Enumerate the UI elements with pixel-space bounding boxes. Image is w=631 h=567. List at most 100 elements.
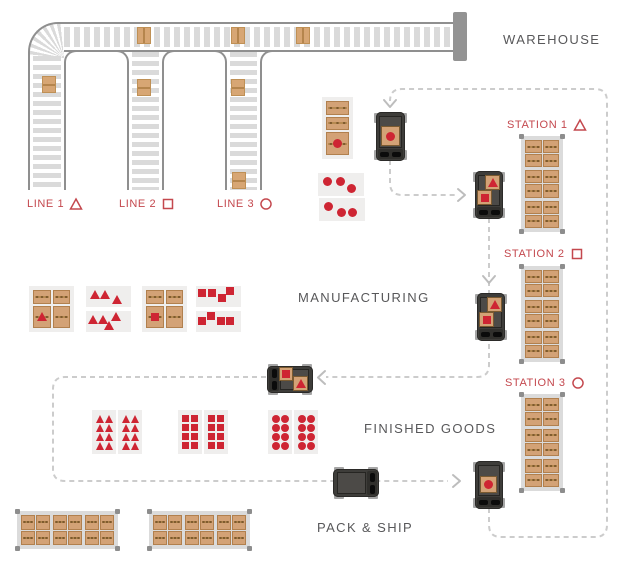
kanban-tray <box>318 173 364 196</box>
crate <box>153 515 167 530</box>
crate <box>168 530 182 545</box>
rack-post <box>560 264 565 269</box>
square-marker <box>182 415 189 422</box>
shipping-rack <box>147 509 252 551</box>
square-marker <box>191 415 198 422</box>
triangle-marker <box>104 432 113 441</box>
product-marker <box>482 315 491 324</box>
rack-post <box>560 392 565 397</box>
crate <box>542 284 559 298</box>
triangle-marker <box>130 414 139 423</box>
rack-bay <box>525 140 559 168</box>
rack-post <box>519 392 524 397</box>
crate <box>168 515 182 530</box>
product-marker <box>295 379 306 388</box>
triangle-marker <box>100 290 110 299</box>
crate <box>542 398 559 412</box>
triangle-marker <box>112 295 122 304</box>
circle-marker <box>348 208 357 217</box>
agv-front <box>477 497 501 507</box>
crate <box>525 412 542 426</box>
square-marker <box>191 442 198 449</box>
conveyor-belt-line2 <box>129 52 162 190</box>
parts-tray <box>196 311 241 332</box>
route-to-station1 <box>389 160 456 196</box>
parts-tray <box>196 286 241 307</box>
triangle-marker <box>111 312 121 321</box>
crate <box>525 200 542 214</box>
circle-marker <box>306 432 315 441</box>
circle-marker <box>280 423 289 432</box>
crate <box>36 530 50 545</box>
circle-marker <box>297 441 306 450</box>
square-marker <box>226 317 234 325</box>
crate <box>542 140 559 154</box>
rack-post <box>247 546 252 551</box>
conveyor-box <box>296 27 310 44</box>
agv-front <box>378 149 403 159</box>
triangle-icon <box>572 118 587 132</box>
rack-post <box>115 509 120 514</box>
square-marker <box>208 442 215 449</box>
circle-marker <box>337 208 346 217</box>
crate <box>217 530 231 545</box>
square-marker <box>217 433 224 440</box>
crate <box>525 344 542 358</box>
circle-marker <box>323 177 332 186</box>
conveyor-box <box>137 27 151 44</box>
zone-label-manufacturing: MANUFACTURING <box>298 290 430 305</box>
crate <box>525 300 542 314</box>
zone-label-finished-goods: FINISHED GOODS <box>364 421 497 436</box>
cargo-box <box>477 190 492 205</box>
conveyor-edge <box>260 50 305 190</box>
square-marker <box>217 442 224 449</box>
circle-marker <box>280 432 289 441</box>
crate <box>525 330 542 344</box>
triangle-marker <box>98 315 108 324</box>
crate <box>36 515 50 530</box>
circle-marker <box>306 414 315 423</box>
crate <box>68 515 82 530</box>
agv-front <box>367 471 377 495</box>
finished-goods-tray <box>204 410 228 454</box>
triangle-marker <box>36 312 47 322</box>
crate <box>525 314 542 328</box>
station3-label: STATION 3 <box>505 375 585 391</box>
circle-marker <box>324 202 333 211</box>
pallet-square-parts <box>142 286 187 332</box>
crate <box>52 305 70 328</box>
finished-goods-tray <box>294 410 318 454</box>
crate <box>153 530 167 545</box>
square-icon <box>570 247 584 261</box>
crate <box>525 459 542 473</box>
square-marker <box>226 287 234 295</box>
square-marker <box>198 289 206 297</box>
agv-front <box>269 368 279 391</box>
circle-marker <box>306 423 315 432</box>
crate <box>542 314 559 328</box>
rack-bay <box>525 170 559 198</box>
product-marker <box>480 193 489 202</box>
conveyor-belt-line3 <box>227 52 260 190</box>
square-marker <box>208 424 215 431</box>
arrow-down-icon <box>383 99 397 108</box>
product-marker <box>282 370 290 378</box>
crate <box>542 200 559 214</box>
product-marker <box>487 178 498 187</box>
rack-bay <box>525 428 559 457</box>
rack-bay <box>525 398 559 426</box>
rack-post <box>560 359 565 364</box>
circle-marker <box>336 177 345 186</box>
line3-text: LINE 3 <box>217 198 255 210</box>
cargo-box <box>487 297 502 312</box>
triangle-marker <box>95 432 104 441</box>
crate <box>525 154 542 168</box>
triangle-marker <box>121 414 130 423</box>
rack-bay <box>185 515 214 545</box>
rack-post <box>15 509 20 514</box>
agv-deck <box>337 472 366 494</box>
rack-post <box>519 359 524 364</box>
station2-text: STATION 2 <box>504 248 565 260</box>
crate <box>542 154 559 168</box>
